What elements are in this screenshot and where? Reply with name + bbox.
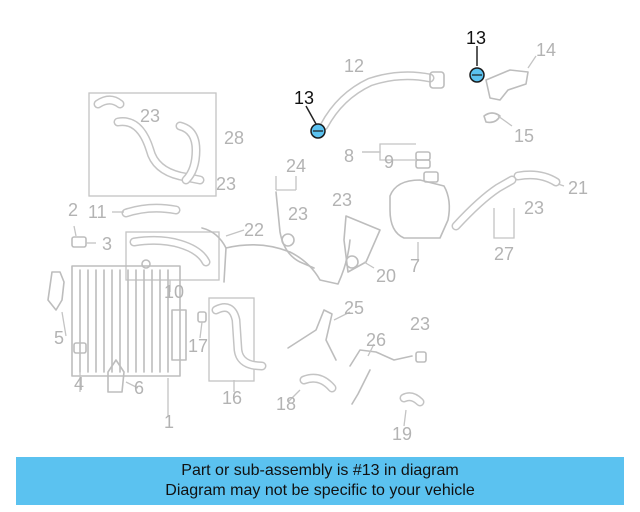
hose-12 — [319, 71, 445, 131]
callout-16: 16 — [222, 388, 242, 408]
radiator — [71, 265, 187, 377]
clamp-13-right — [469, 67, 485, 83]
banner-line-1: Part or sub-assembly is #13 in diagram — [181, 462, 459, 479]
mount-4 — [73, 342, 87, 354]
hose-18 — [299, 373, 337, 393]
radiator-cap — [71, 236, 96, 248]
hose-10 — [129, 235, 211, 269]
callout-23-c: 23 — [288, 204, 308, 224]
hose-19 — [399, 392, 425, 407]
callout-13-left: 13 — [294, 88, 314, 108]
hose-27 — [451, 175, 517, 231]
flange-20 — [343, 215, 381, 273]
callout-4: 4 — [74, 374, 84, 394]
callout-3: 3 — [102, 234, 112, 254]
callout-19: 19 — [392, 424, 412, 444]
callout-23-a: 23 — [140, 106, 160, 126]
plug-9 — [415, 159, 431, 169]
pipe-24 — [275, 191, 315, 269]
callout-22: 22 — [244, 220, 264, 240]
callout-28: 28 — [224, 128, 244, 148]
callout-9: 9 — [384, 152, 394, 172]
callout-18: 18 — [276, 394, 296, 414]
hose-11 — [121, 203, 181, 218]
callout-11: 11 — [88, 202, 107, 222]
expansion-tank — [389, 171, 451, 239]
callout-21: 21 — [568, 178, 588, 198]
clip-17 — [197, 311, 207, 323]
valve-26 — [349, 349, 413, 405]
hose-group-28 — [93, 95, 205, 185]
callout-14: 14 — [536, 40, 556, 60]
callout-26: 26 — [366, 330, 386, 350]
hose-21 — [513, 170, 561, 187]
callout-12: 12 — [344, 56, 364, 76]
callout-1: 1 — [164, 412, 174, 432]
callout-6: 6 — [134, 378, 144, 398]
box-10-group — [125, 231, 220, 281]
banner-line-2: Diagram may not be specific to your vehi… — [165, 482, 475, 499]
pipe-22 — [201, 227, 351, 285]
callout-13-right: 13 — [466, 28, 486, 48]
parts-diagram: 1 2 3 4 5 6 7 8 9 10 11 12 13 13 14 15 1… — [47, 28, 588, 444]
pipe-25 — [287, 309, 337, 361]
callout-25: 25 — [344, 298, 364, 318]
callout-23-d: 23 — [332, 190, 352, 210]
bracket-5 — [47, 271, 65, 311]
clamp-23-lower — [415, 351, 427, 363]
callout-15: 15 — [514, 126, 534, 146]
callout-5: 5 — [54, 328, 64, 348]
callout-8: 8 — [344, 146, 354, 166]
callout-23-f: 23 — [410, 314, 430, 334]
callout-7: 7 — [410, 256, 420, 276]
callout-17: 17 — [188, 336, 208, 356]
housing-14 — [485, 69, 529, 101]
callout-23-b: 23 — [216, 174, 236, 194]
callout-24: 24 — [286, 156, 306, 176]
callout-2: 2 — [68, 200, 78, 220]
bracket-6 — [107, 359, 125, 393]
callout-27: 27 — [494, 244, 514, 264]
box-28-group — [88, 92, 217, 197]
info-banner: Part or sub-assembly is #13 in diagram D… — [16, 457, 624, 505]
callout-20: 20 — [376, 266, 396, 286]
plug-8 — [415, 151, 431, 161]
clamp-13-left — [310, 123, 326, 139]
callout-23-e: 23 — [524, 198, 544, 218]
box-16-group — [208, 297, 255, 382]
gasket-15 — [483, 112, 501, 124]
hose-16 — [211, 303, 267, 371]
callout-10: 10 — [164, 282, 184, 302]
